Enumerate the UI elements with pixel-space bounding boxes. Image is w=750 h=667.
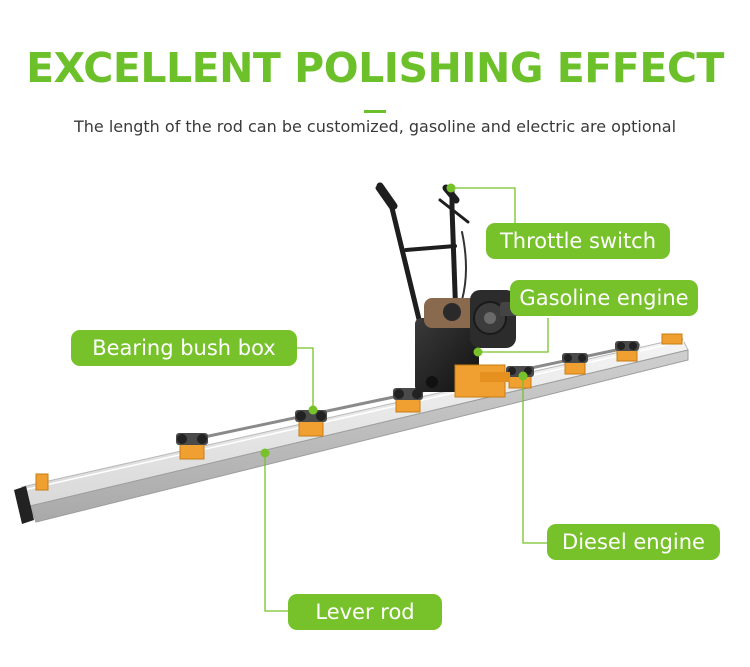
page-title: EXCELLENT POLISHING EFFECT bbox=[26, 44, 724, 92]
callout-markers bbox=[260, 183, 528, 458]
callout-bearing-bush-box: Bearing bush box bbox=[71, 330, 297, 366]
page-subtitle: The length of the rod can be customized,… bbox=[73, 117, 677, 136]
callout-leaders bbox=[264, 187, 549, 612]
title-underline bbox=[364, 110, 386, 113]
bearing-boxes bbox=[176, 341, 639, 460]
callout-diesel-engine: Diesel engine bbox=[547, 524, 720, 560]
callout-throttle-switch: Throttle switch bbox=[486, 223, 670, 259]
handle-frame bbox=[375, 182, 470, 343]
callout-gasoline-engine: Gasoline engine bbox=[510, 280, 698, 316]
engine-block bbox=[415, 290, 522, 398]
callout-lever-rod: Lever rod bbox=[288, 594, 442, 630]
